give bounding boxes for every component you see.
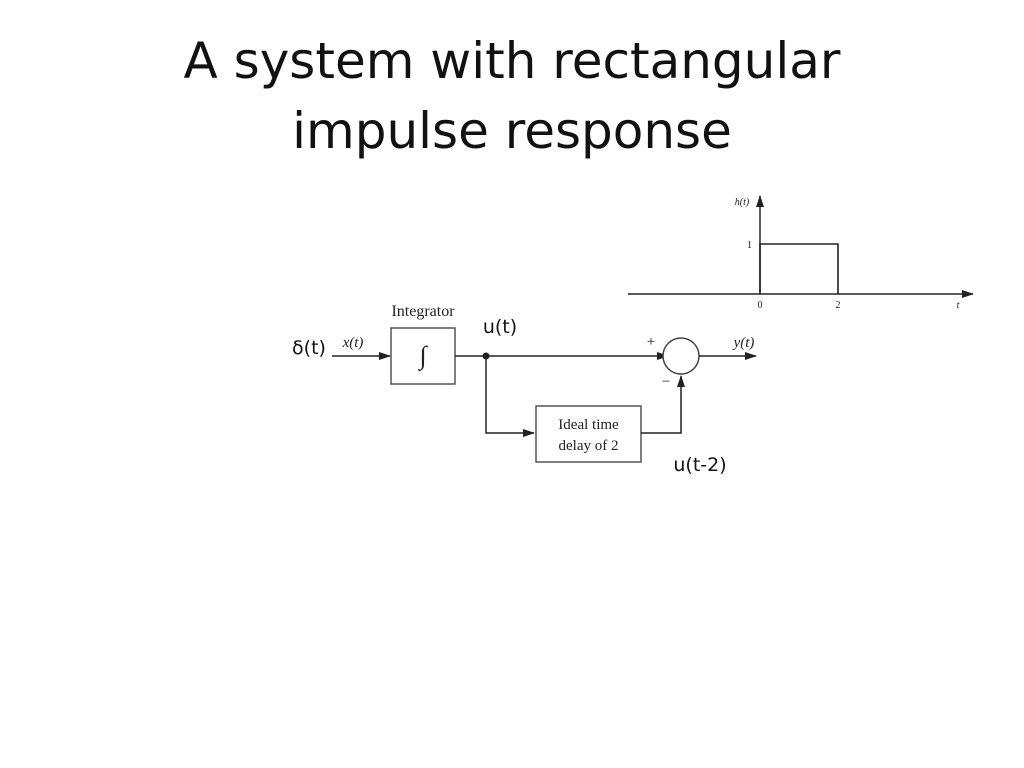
minus-sign: − [662,374,670,390]
impulse-response-plot: h(t) t 1 0 2 [628,195,974,311]
input-signal-label: x(t) [342,335,364,351]
title-line-1: A system with rectangular [183,32,841,90]
summing-junction [662,337,700,375]
delay-block-line-1: Ideal time [558,417,619,433]
integral-symbol: ∫ [417,341,428,371]
slide-title: A system with rectangular impulse respon… [0,26,1024,166]
h-tick-label-x0: 0 [758,300,763,311]
output-signal-label: y(t) [732,335,755,351]
delay-block [535,405,642,463]
delay-path-in [485,356,535,437]
h-tick-label-y1: 1 [747,240,752,251]
integrator-output-annotation: u(t) [483,316,517,338]
title-line-2: impulse response [292,102,732,160]
delay-path-out [641,375,685,434]
delay-block-line-2: delay of 2 [559,438,619,454]
plus-sign: + [647,334,655,350]
rectangular-pulse [759,243,839,294]
input-impulse-annotation: δ(t) [292,337,326,359]
block-diagram: x(t) Integrator ∫ Ideal time delay of 2 … [332,303,757,463]
h-axis-ylabel: h(t) [735,197,750,208]
h-tick-label-x2: 2 [836,300,841,311]
integrator-label: Integrator [391,303,455,320]
h-axis-xlabel: t [957,300,960,311]
delayed-output-annotation: u(t-2) [673,454,726,476]
